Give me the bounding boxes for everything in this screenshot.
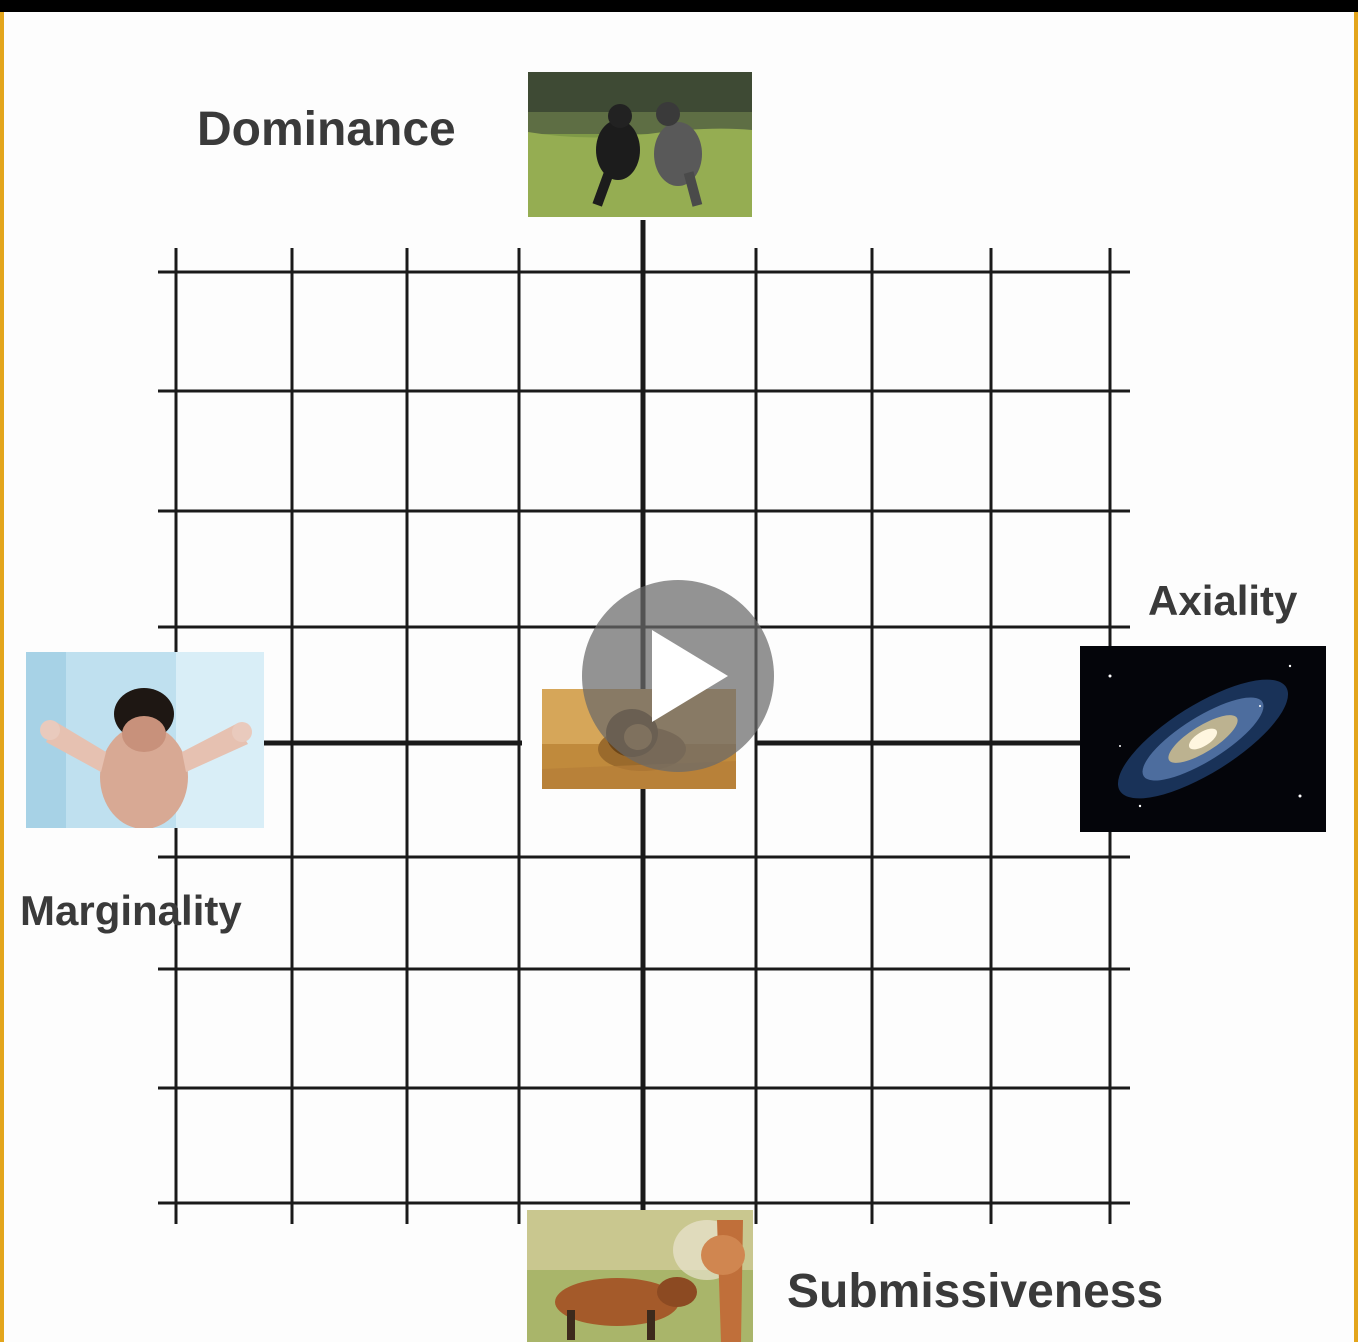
video-frame: Dominance Axiality Marginality Submissiv… xyxy=(0,12,1358,1342)
dominance-label: Dominance xyxy=(197,103,456,156)
axiality-label: Axiality xyxy=(1148,577,1298,624)
play-icon xyxy=(652,630,728,722)
frame-border-left xyxy=(0,12,4,1342)
grid-diagram xyxy=(158,220,1130,1224)
frame-border-right xyxy=(1354,12,1358,1342)
submissiveness-label: Submissiveness xyxy=(787,1265,1164,1318)
marginality-label: Marginality xyxy=(20,887,242,934)
galaxy-image xyxy=(1080,646,1326,832)
foxes-image xyxy=(527,1210,753,1342)
play-button[interactable] xyxy=(582,580,774,772)
gorillas-image xyxy=(528,72,752,217)
person-image xyxy=(26,652,264,828)
